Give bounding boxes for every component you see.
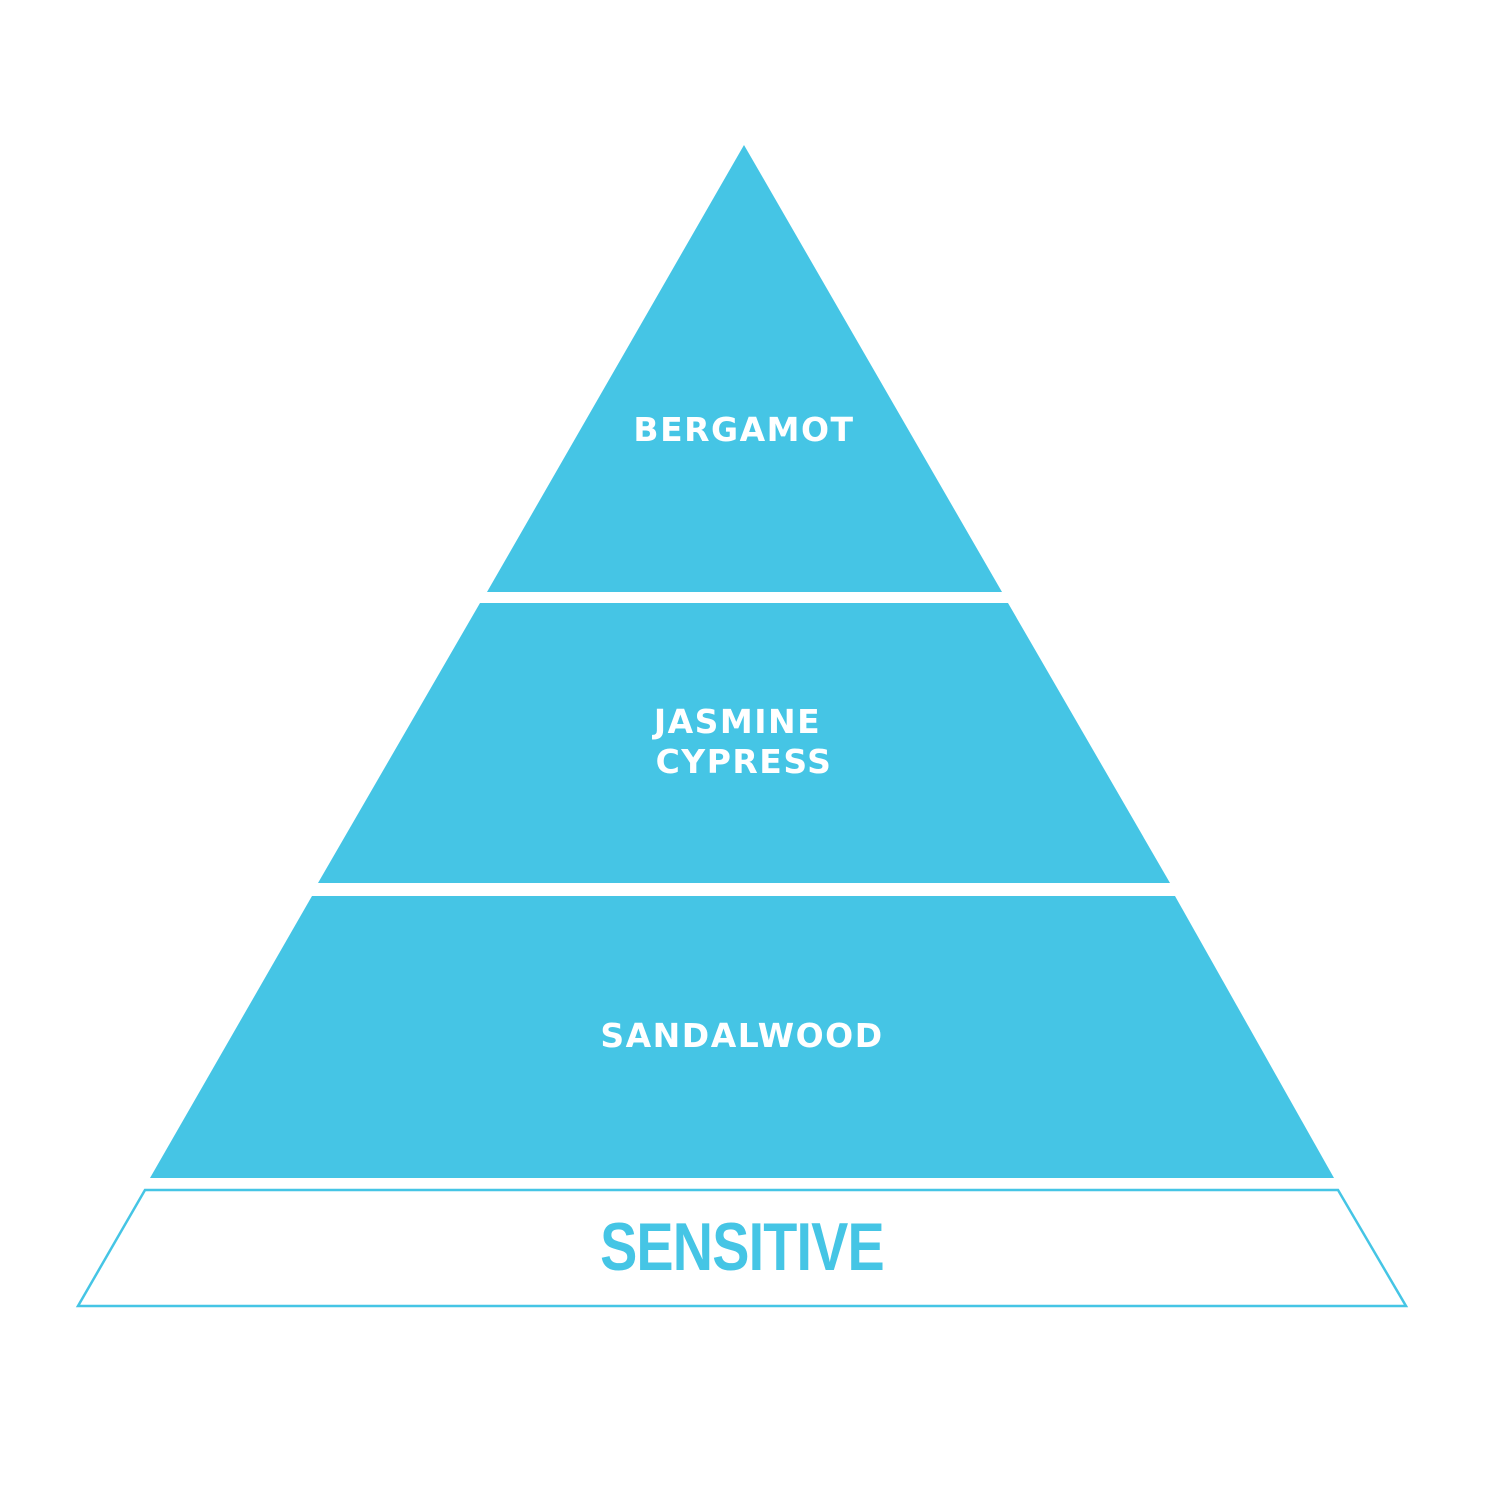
base-outline <box>75 1188 1409 1308</box>
tier-top-label: BERGAMOT <box>633 410 854 449</box>
tier-bottom-label-line-1: SANDALWOOD <box>600 1016 883 1055</box>
tier-middle-label-line-1: JASMINE <box>652 702 821 741</box>
tier-top-shape <box>487 145 1002 592</box>
pyramid-tier-top: BERGAMOT <box>487 145 1002 592</box>
tier-top-label-line-1: BERGAMOT <box>633 410 854 449</box>
pyramid-tier-bottom: SANDALWOOD <box>150 896 1334 1178</box>
tier-bottom-label: SANDALWOOD <box>600 1016 883 1055</box>
tier-middle-label: JASMINE CYPRESS <box>652 702 834 781</box>
pyramid-tier-middle: JASMINE CYPRESS <box>318 603 1170 883</box>
pyramid-base: SENSITIVE <box>75 1188 1409 1308</box>
tier-middle-label-line-2: CYPRESS <box>656 742 833 781</box>
tier-middle-shape <box>318 603 1170 883</box>
base-label: SENSITIVE <box>600 1210 884 1285</box>
tier-bottom-shape <box>150 896 1334 1178</box>
